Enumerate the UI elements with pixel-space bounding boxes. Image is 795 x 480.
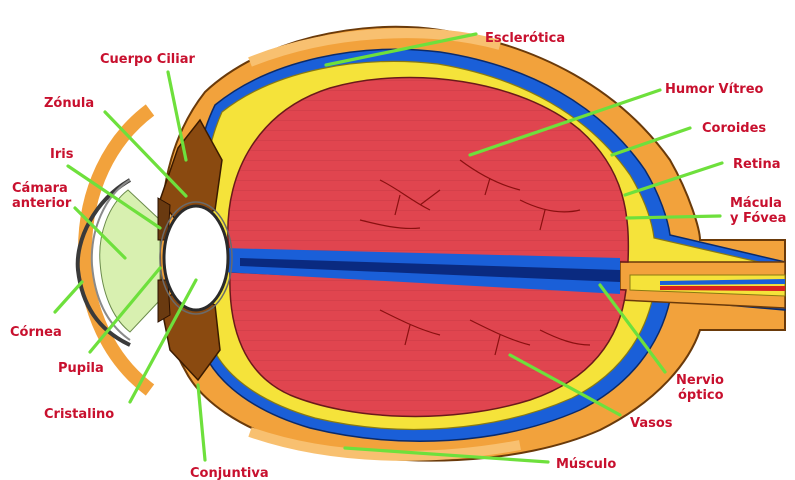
label-vasos: Vasos [630, 416, 673, 431]
label-retina: Retina [733, 157, 781, 172]
label-conjuntiva: Conjuntiva [190, 466, 269, 480]
label-musculo: Músculo [556, 457, 616, 472]
label-esclerotica: Esclerótica [485, 31, 565, 46]
label-macula-2: y Fóvea [730, 211, 786, 226]
leader-cornea [55, 282, 82, 312]
label-cristalino: Cristalino [44, 407, 114, 422]
lens [164, 206, 228, 310]
label-camara-1: Cámara [12, 181, 68, 196]
label-nervio-1: Nervio [676, 373, 724, 388]
label-pupila: Pupila [58, 361, 104, 376]
label-cornea: Córnea [10, 325, 62, 340]
label-camara-2: anterior [12, 196, 72, 211]
label-humor-vitreo: Humor Vítreo [665, 82, 764, 97]
leader-macula [627, 216, 720, 218]
label-coroides: Coroides [702, 121, 766, 136]
label-nervio-2: óptico [678, 388, 724, 403]
label-cuerpo-ciliar: Cuerpo Ciliar [100, 52, 195, 67]
label-iris: Iris [50, 147, 74, 162]
anterior-chamber [100, 190, 160, 332]
label-zonula: Zónula [44, 96, 94, 111]
label-macula-1: Mácula [730, 196, 782, 211]
